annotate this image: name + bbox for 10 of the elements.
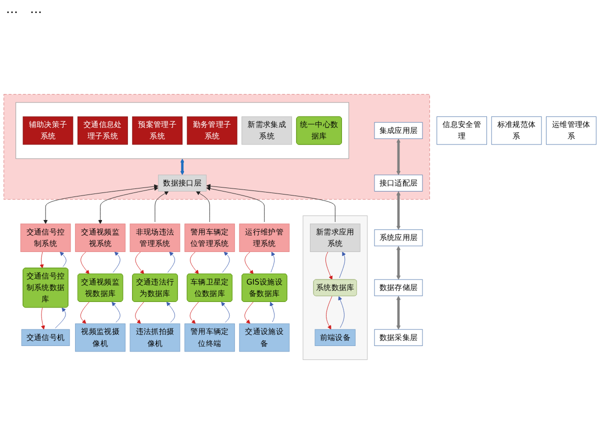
cluster (16, 102, 350, 159)
ellipsis-note: … (6, 2, 18, 18)
ellipsis-note: … (30, 2, 42, 18)
arrow (180, 158, 184, 176)
cluster (302, 215, 368, 360)
arrow (396, 191, 401, 230)
arrow (396, 246, 401, 280)
arrow (396, 138, 401, 176)
cluster (4, 94, 430, 200)
arrow (396, 296, 401, 330)
